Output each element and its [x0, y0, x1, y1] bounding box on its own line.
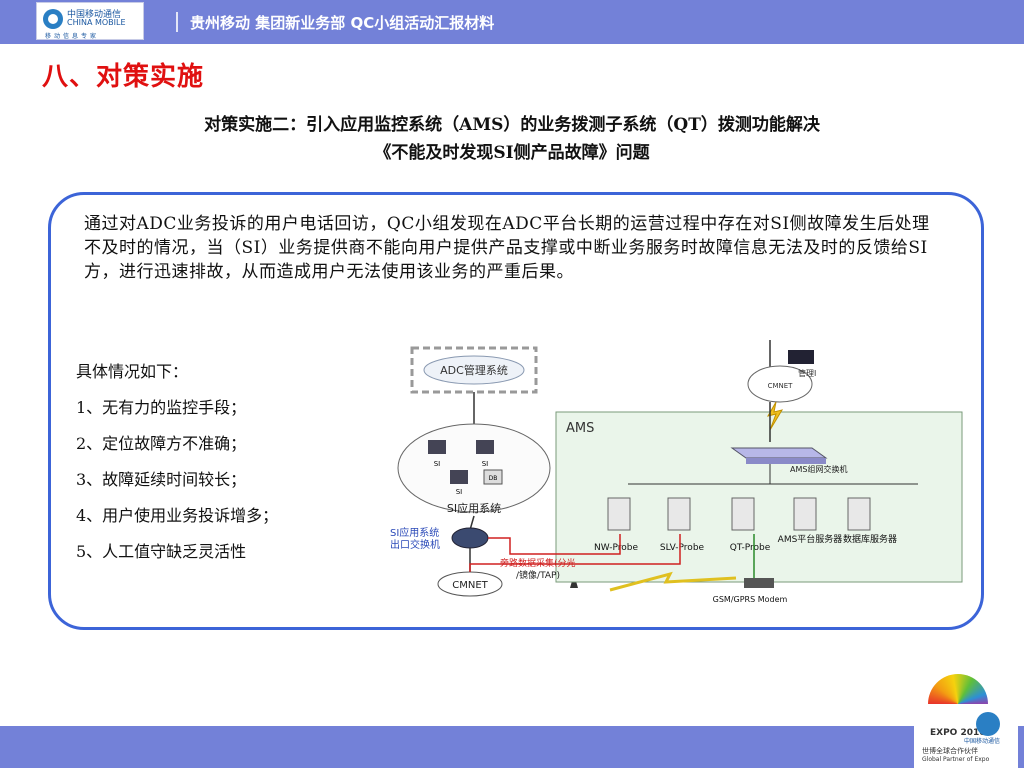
modem-label: GSM/GPRS Modem — [713, 595, 788, 604]
ams-platform-server: AMS平台服务器 — [778, 497, 843, 545]
si-switch-label-2: 出口交换机 — [390, 538, 440, 551]
management-cloud: 管理Ⅰ CMNET — [747, 340, 816, 403]
si-node-label: SI — [456, 488, 463, 496]
rainbow-icon — [928, 674, 988, 704]
tap-line-1 — [488, 534, 621, 555]
si-application-cloud: SI SI SI DB SI应用系统 — [397, 423, 551, 515]
si-cloud-label: SI应用系统 — [447, 501, 501, 515]
expo-cm-label: 中国移动通信 — [964, 738, 1001, 745]
server-label: AMS平台服务器 — [778, 533, 843, 545]
qt-probe-server: QT-Probe — [730, 497, 771, 553]
cmnet-label: CMNET — [452, 580, 488, 591]
tap-label-2: /镜像/TAP) — [516, 569, 560, 581]
server-label: 数据库服务器 — [843, 533, 897, 545]
list-intro: 具体情况如下： — [76, 362, 189, 381]
expo-partner-cn: 世博全球合作伙伴 — [922, 747, 978, 755]
china-mobile-logo-icon — [43, 9, 63, 29]
situation-list: 具体情况如下： 1、无有力的监控手段； 2、定位故障方不准确； 3、故障延续时间… — [76, 358, 278, 574]
header-divider — [176, 12, 178, 32]
expo-brand: EXPO 2010 — [930, 728, 986, 738]
header-title: 贵州移动 集团新业务部 QC小组活动汇报材料 — [190, 14, 495, 32]
list-item: 3、故障延续时间较长； — [76, 470, 247, 489]
ams-switch: AMS组网交换机 — [730, 447, 847, 474]
modem-icon — [744, 578, 774, 588]
subtitle-line-1: 对策实施二：引入应用监控系统（AMS）的业务拨测子系统（QT）拨测功能解决 — [204, 115, 820, 135]
cmnet-cloud: CMNET — [437, 571, 503, 597]
bottom-bar — [0, 726, 1024, 768]
top-banner: 中国移动通信 CHINA MOBILE 移动信息专家 贵州移动 集团新业务部 Q… — [0, 0, 1024, 44]
logo-chinese-text: 中国移动通信 — [67, 10, 122, 20]
tap-line-2 — [469, 534, 681, 572]
expo-partner-en: Global Partner of Expo — [922, 756, 990, 763]
server-label: SLV-Probe — [660, 543, 705, 553]
ams-region — [555, 411, 963, 583]
ams-switch-label: AMS组网交换机 — [790, 464, 847, 474]
china-mobile-logo: 中国移动通信 CHINA MOBILE 移动信息专家 — [36, 2, 144, 40]
server-label: NW-Probe — [594, 543, 639, 553]
server-label: QT-Probe — [730, 543, 771, 553]
list-item: 4、用户使用业务投诉增多； — [76, 506, 279, 525]
db-node-label: DB — [489, 475, 498, 482]
expo-2010-logo: EXPO 2010 中国移动通信 世博全球合作伙伴 Global Partner… — [914, 670, 1018, 768]
mgmt-label: 管理Ⅰ — [798, 368, 816, 378]
problem-paragraph: 通过对ADC业务投诉的用户电话回访，QC小组发现在ADC平台长期的运营过程中存在… — [84, 214, 930, 282]
mgmt-cmnet-label: CMNET — [768, 382, 794, 390]
adc-management-system: ADC管理系统 — [410, 346, 538, 394]
database-server: 数据库服务器 — [843, 497, 897, 545]
wireless-link-icon — [609, 571, 737, 592]
si-node-label: SI — [434, 460, 441, 468]
china-mobile-badge-icon — [976, 712, 1000, 736]
laptop-icon — [788, 350, 814, 364]
adc-management-label: ADC管理系统 — [440, 363, 508, 377]
section-title: 八、对策实施 — [42, 62, 205, 92]
network-diagram: ADC管理系统 SI SI SI DB SI应用系统 SI应用系统 出口交换机 … — [390, 340, 963, 604]
list-item: 1、无有力的监控手段； — [76, 398, 247, 417]
list-item: 2、定位故障方不准确； — [76, 434, 247, 453]
ams-label: AMS — [566, 421, 594, 436]
logo-slogan: 移动信息专家 — [45, 33, 100, 40]
logo-english-text: CHINA MOBILE — [67, 18, 126, 27]
si-exit-switch: SI应用系统 出口交换机 — [390, 526, 489, 551]
list-item: 5、人工值守缺乏灵活性 — [76, 542, 247, 561]
subtitle-line-2: 《不能及时发现SI侧产品故障》问题 — [374, 143, 650, 163]
tap-label-1: 旁路数据采集(分光 — [500, 557, 576, 569]
slv-probe-server: SLV-Probe — [660, 497, 705, 553]
nw-probe-server: NW-Probe — [594, 497, 639, 553]
si-switch-label-1: SI应用系统 — [390, 526, 439, 539]
si-node-label: SI — [482, 460, 489, 468]
